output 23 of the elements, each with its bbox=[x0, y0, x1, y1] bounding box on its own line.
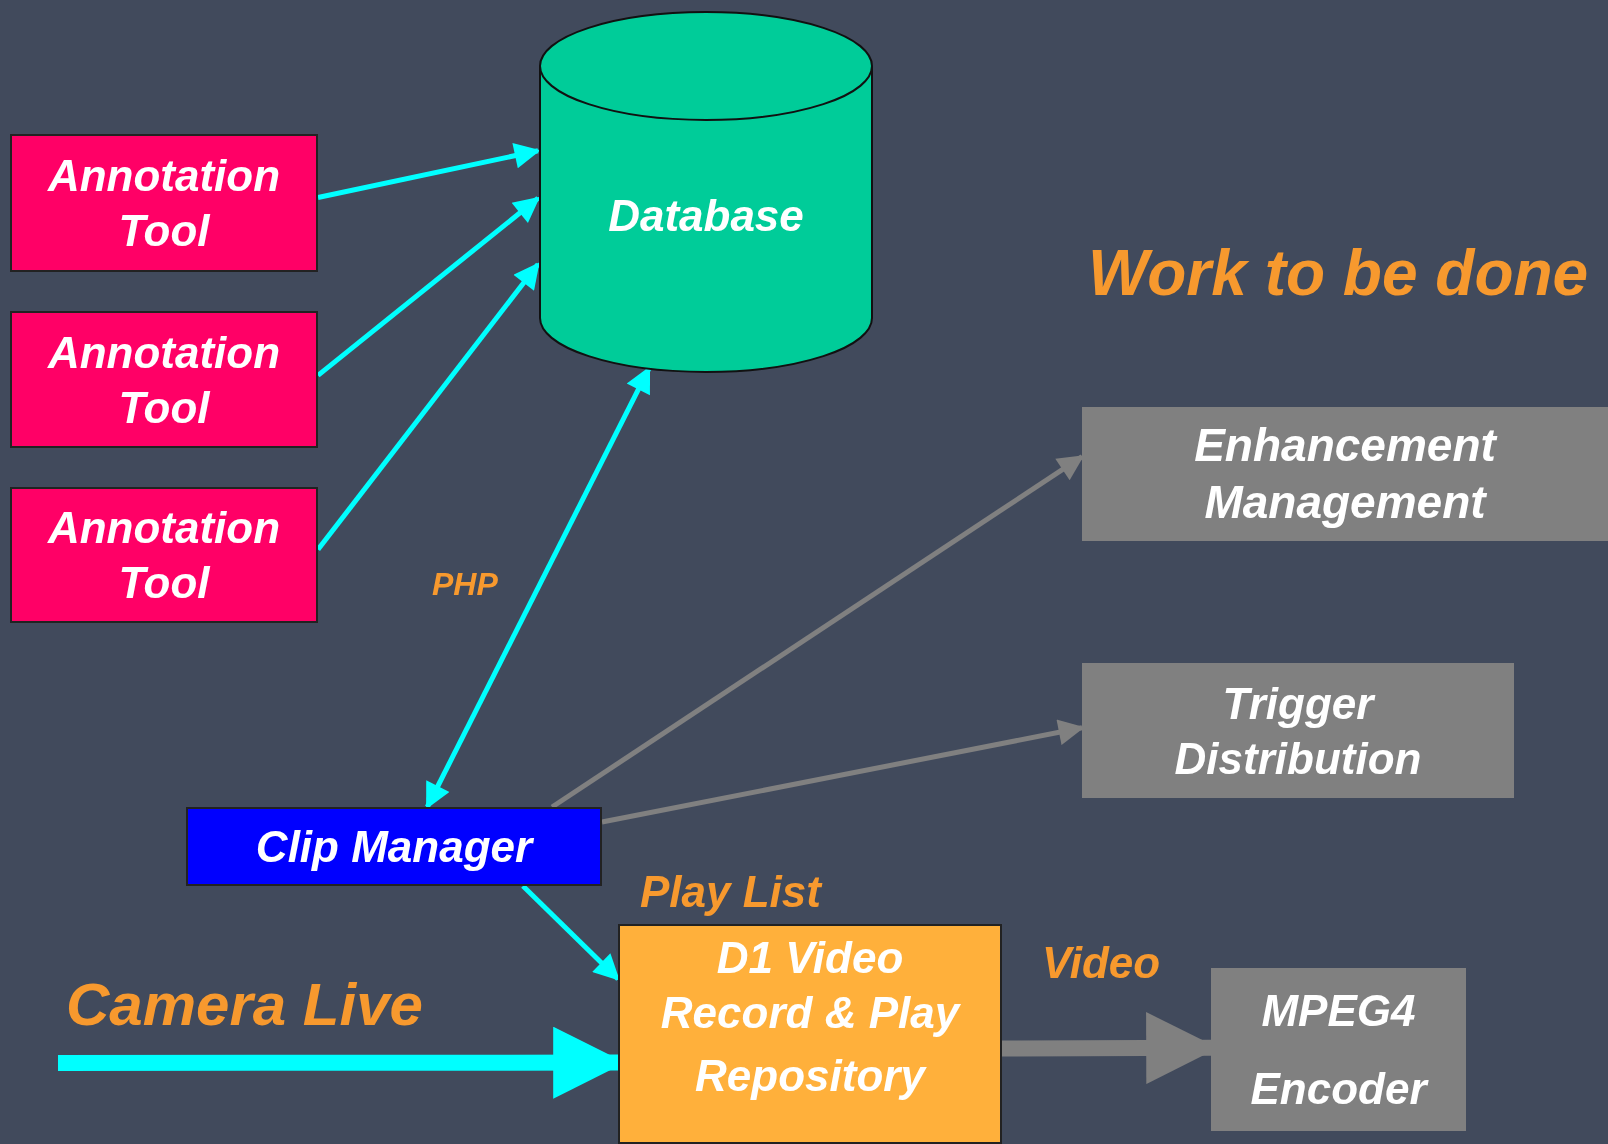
process-box bbox=[10, 134, 318, 272]
arrow bbox=[317, 142, 541, 200]
node-label: Annotation Tool bbox=[46, 150, 282, 257]
node-label: Annotation Tool bbox=[46, 502, 282, 609]
note-heading: Work to be done bbox=[1088, 236, 1589, 311]
node-label: Repository bbox=[694, 1050, 928, 1102]
node-label: Encoder bbox=[1249, 1062, 1430, 1115]
node-label: Clip Manager bbox=[254, 821, 535, 873]
node-label: MPEG4 bbox=[1260, 985, 1417, 1038]
node-label: Database bbox=[607, 190, 805, 242]
process-box bbox=[186, 807, 602, 886]
process-box bbox=[1082, 663, 1514, 798]
process-box bbox=[10, 487, 318, 623]
node-caption: Play List bbox=[640, 866, 821, 918]
process-box bbox=[10, 311, 318, 448]
database-cylinder bbox=[538, 8, 874, 374]
arrow bbox=[521, 884, 620, 981]
process-box bbox=[1082, 407, 1608, 541]
node-label: Enhancement Management bbox=[1193, 417, 1499, 530]
node-label: Annotation Tool bbox=[46, 326, 282, 434]
process-box bbox=[1211, 968, 1466, 1131]
node-label: Trigger Distribution bbox=[1173, 677, 1423, 785]
node-label: D1 Video Record & Play bbox=[659, 932, 962, 1039]
